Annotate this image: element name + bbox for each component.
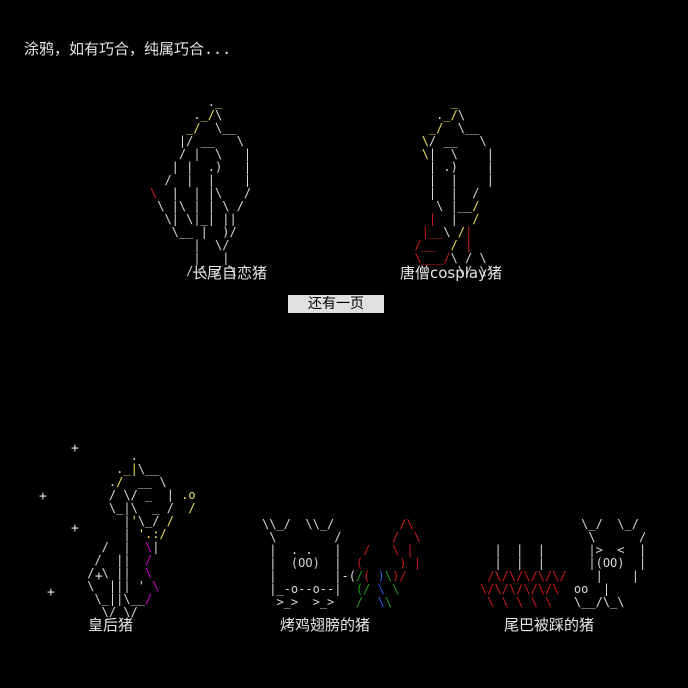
caption-pig-5: 尾巴被踩的猪 <box>504 616 595 634</box>
caption-pig-4: 烤鸡翅膀的猪 <box>280 616 371 634</box>
sparkle-icon: + <box>39 489 47 504</box>
caption-pig-3: 皇后猪 <box>88 616 134 634</box>
caption-pig-2: 唐僧cosplay猪 <box>400 264 502 282</box>
ascii-art-queen-pig: . ._|\__ ./ __ \ / \/ _ | .o \_|\ _ / / … <box>87 449 196 619</box>
ascii-art-tail-stepped-pig: \_/ \_/ \ / | | | |> < | | | | |(OO) | /… <box>480 517 647 609</box>
ascii-art-long-tail-pig: ._ ._/\ _/ \__ |/ __ \ / | \ | | | .) | … <box>150 95 252 278</box>
ascii-art-monk-cosplay-pig: _ ._/\ _/ \__ \/ __ \ \| \ | | .) | | | … <box>414 95 494 278</box>
more-page-button[interactable]: 还有一页 <box>288 295 384 313</box>
caption-pig-1: 长尾自恋猪 <box>192 264 268 282</box>
sparkle-icon: + <box>71 441 79 456</box>
ascii-art-roast-wing-pig: \\_/ \\_/ /\ \ / / \ | . . | / \ | | (OO… <box>262 517 421 609</box>
sparkle-icon: + <box>47 585 55 600</box>
sparkle-icon: + <box>71 521 79 536</box>
sparkle-icon: + <box>95 569 103 584</box>
page-title: 涂鸦，如有巧合，纯属巧合... <box>24 40 232 58</box>
